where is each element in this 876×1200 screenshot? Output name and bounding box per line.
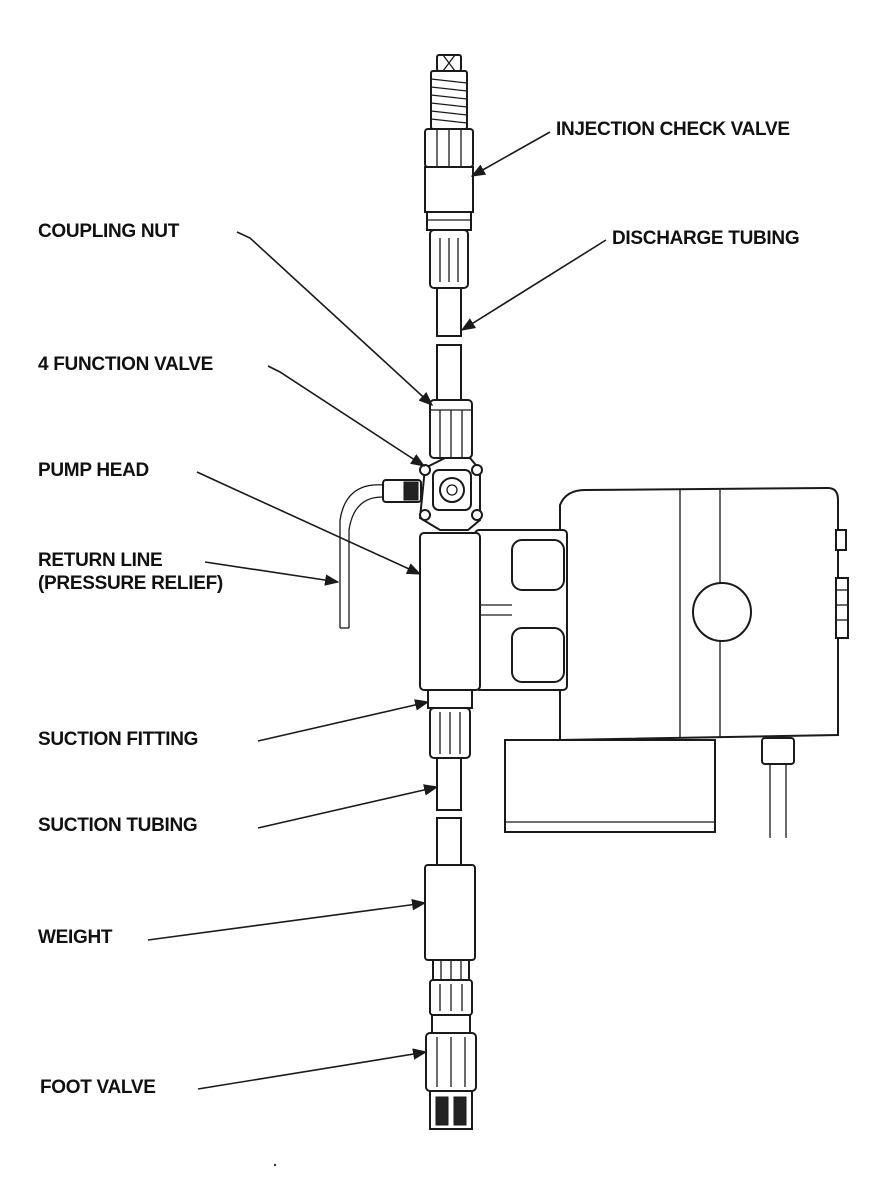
label-four-function-valve: 4 FUNCTION VALVE — [38, 354, 214, 375]
leader-coupling-nut — [236, 231, 434, 406]
weight-part — [424, 864, 476, 961]
label-suction-tubing: SUCTION TUBING — [38, 815, 198, 836]
label-coupling-nut: COUPLING NUT — [38, 221, 180, 242]
leader-lines — [147, 131, 607, 1090]
discharge-tubing-part — [436, 287, 462, 401]
foot-valve-part — [425, 959, 477, 1130]
leader-pump-head — [196, 471, 422, 575]
label-return-line-subtitle: (PRESSURE RELIEF) — [38, 572, 223, 594]
leader-foot-valve — [197, 1048, 428, 1090]
label-foot-valve: FOOT VALVE — [40, 1077, 156, 1098]
coupling-nut-part — [429, 399, 473, 459]
leader-suction-tubing — [257, 784, 439, 829]
pump-head-part — [419, 532, 481, 691]
leader-suction-fitting — [257, 699, 430, 742]
label-suction-fitting: SUCTION FITTING — [38, 729, 199, 750]
suction-fitting-part — [427, 689, 473, 759]
label-weight: WEIGHT — [38, 927, 113, 948]
suction-tubing-part — [436, 757, 462, 866]
return-line-part — [339, 484, 385, 629]
leader-discharge-tubing — [460, 239, 607, 331]
label-pump-head: PUMP HEAD — [38, 460, 149, 481]
label-return-line: RETURN LINE (PRESSURE RELIEF) — [38, 550, 223, 596]
pump-body — [474, 486, 849, 838]
leader-four-function-valve — [267, 365, 426, 467]
leader-return-line — [204, 561, 340, 586]
label-return-line-title: RETURN LINE — [38, 550, 163, 571]
four-function-valve-part — [382, 457, 483, 531]
leader-injection-check-valve — [470, 131, 551, 177]
label-discharge-tubing: DISCHARGE TUBING — [612, 228, 800, 249]
label-injection-check-valve: INJECTION CHECK VALVE — [556, 119, 790, 140]
injection-check-valve-part — [424, 54, 474, 289]
leader-weight — [147, 899, 427, 941]
